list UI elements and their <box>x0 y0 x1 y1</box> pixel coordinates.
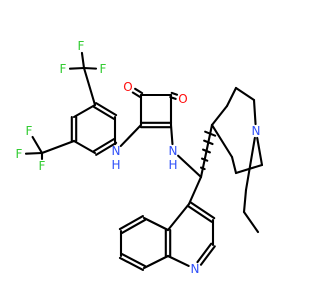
bond-r1-r2-b <box>95 102 118 117</box>
bond-cf3a-f2 <box>68 66 86 70</box>
fluorine-atom-2: F <box>60 62 67 76</box>
bond-r3-r4-a <box>92 138 115 153</box>
bond-k5-k6 <box>230 155 238 175</box>
bond-a10-a5 <box>142 254 170 270</box>
bond-k9-k10 <box>242 210 260 234</box>
bond-cf3a-f1 <box>80 51 86 70</box>
quinoline-nitrogen: N <box>191 262 200 276</box>
bond-q2-nh2 <box>169 123 174 146</box>
bond-r4-r5 <box>72 139 97 155</box>
bond-cf3b-f5 <box>24 151 44 155</box>
bond-k2-k3 <box>225 86 238 108</box>
bond-a3-a4-b <box>199 245 216 266</box>
hash-bond-5 <box>204 130 217 137</box>
hash-bond-2 <box>201 157 209 162</box>
bond-q3-o2-b <box>170 91 179 96</box>
fluorine-atom-3: F <box>100 62 107 76</box>
bond-k1-k2 <box>210 104 229 127</box>
bond-k8-k9 <box>242 188 248 214</box>
bond-a1-a2-b <box>189 201 216 220</box>
bond-r3-r4-b <box>95 141 118 156</box>
quinuclidine-nitrogen: N <box>252 124 261 138</box>
hash-bond-4 <box>203 139 214 146</box>
bond-nq-k8 <box>244 136 256 192</box>
bond-a9-a10-a <box>118 256 145 272</box>
hash-bond-3 <box>202 148 211 154</box>
bond-a9-a10-b <box>120 252 147 268</box>
bond-k4-nq <box>252 98 257 126</box>
molecule-diagram: F F F F F F O O N H N H N N <box>15 39 264 276</box>
bonds <box>24 51 264 272</box>
bond-cf3b-f4 <box>31 135 44 155</box>
bond-r1-r2-a <box>92 105 115 120</box>
hash-bond-1 <box>199 166 206 171</box>
bond-a7-a8-a <box>118 215 144 231</box>
amine-nitrogen-2: N <box>169 144 178 158</box>
bond-q3-o2-a <box>169 96 177 100</box>
bond-nh1-q1 <box>119 123 143 148</box>
bond-a6-a7 <box>142 216 170 232</box>
oxygen-atom-2: O <box>178 92 187 106</box>
bond-q4-o1-b <box>131 91 141 98</box>
bond-q4-o1-a <box>134 87 144 95</box>
bond-k7-nq <box>256 136 264 167</box>
oxygen-atom-1: O <box>123 80 132 94</box>
bond-a7-a8-b <box>121 218 147 234</box>
fluorine-atom-4: F <box>26 124 33 138</box>
bond-nh2-cs <box>177 154 203 179</box>
amine-nitrogen-1: N <box>112 144 121 158</box>
bond-a1-a2-a <box>186 204 213 223</box>
bond-cs-a1 <box>187 175 203 206</box>
amine-hydrogen-2: H <box>168 158 177 172</box>
amine-hydrogen-1: H <box>111 158 120 172</box>
bond-r5-cf3b <box>40 139 76 155</box>
bond-r6-r1 <box>72 103 97 119</box>
atom-labels: F F F F F F O O N H N H N N <box>16 39 261 276</box>
fluorine-atom-1: F <box>78 39 85 53</box>
bond-k1-k5 <box>210 123 234 159</box>
bond-a3-a4-a <box>196 242 213 264</box>
bond-a6-a1 <box>166 202 191 232</box>
bond-cf3a-f3 <box>82 66 98 70</box>
bond-r1-cf3a <box>82 66 97 107</box>
fluorine-atom-6: F <box>39 159 46 173</box>
fluorine-atom-5: F <box>16 147 23 161</box>
bond-a4-a5 <box>166 254 190 268</box>
bond-k3-k4 <box>234 86 256 102</box>
